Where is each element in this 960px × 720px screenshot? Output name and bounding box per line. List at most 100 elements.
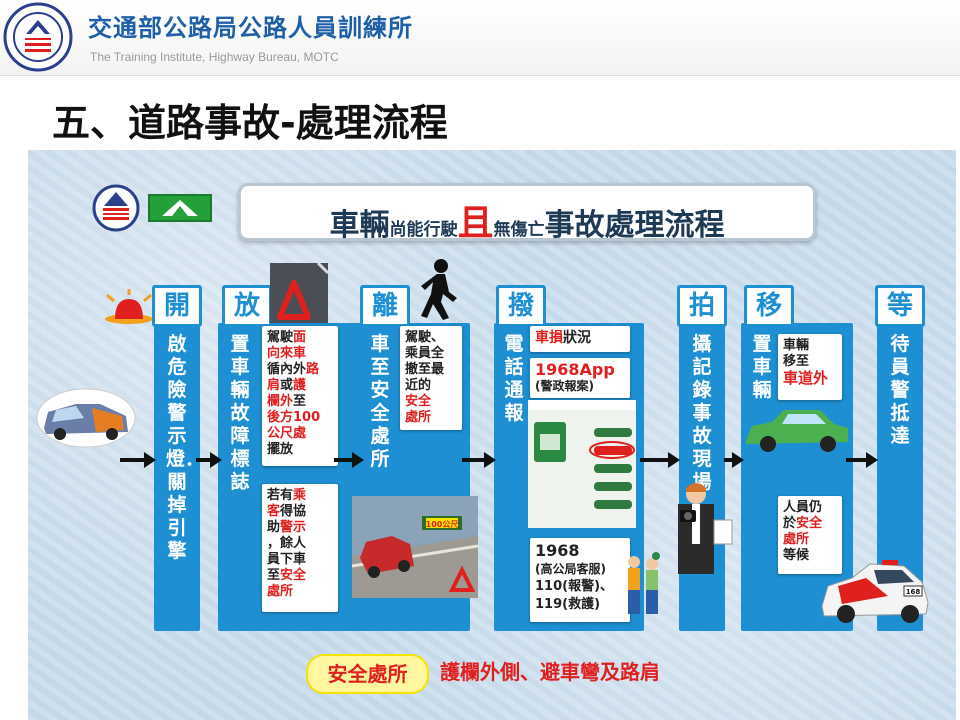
c3: 向來車: [267, 346, 307, 361]
h4: 119(救護): [535, 597, 601, 612]
w4: 處所: [783, 532, 810, 547]
warning-triangle-icon: [270, 263, 328, 323]
flow-title-part1: 車輛: [329, 208, 390, 243]
w3: 安全: [796, 516, 823, 531]
move-car-note: 車輛 移至 車道外: [778, 334, 842, 400]
arrow-right-icon: [462, 452, 496, 468]
step-head-call: 撥: [496, 285, 546, 327]
w1: 人員仍: [783, 500, 823, 515]
arrow-right-icon: [196, 452, 222, 468]
evacuate-instructions: 駕駛、 乘員全 撤至最 近的 安全 處所: [400, 326, 462, 430]
photographer-icon: [678, 483, 733, 574]
m1: 車輛: [783, 338, 810, 353]
c7: 或: [280, 378, 294, 393]
p4: 得協: [280, 504, 307, 519]
step-head-open: 開: [152, 285, 202, 327]
institute-logo-icon: [3, 2, 73, 72]
w5: 等候: [783, 548, 810, 563]
step-text-photo: 攝記錄事故現場: [692, 333, 712, 493]
police-car-number: 168: [906, 588, 921, 596]
c10: 至: [293, 394, 307, 409]
p1: 若有: [267, 488, 294, 503]
passenger-instructions: 若有乘 客得協 助警示 ，餘人 員下車 至安全 處所: [262, 484, 338, 612]
step-text-place: 置車輛故障標誌: [230, 333, 250, 493]
flow-title-part4: 無傷亡: [493, 220, 545, 240]
flow-title-part5: 事故處理流程: [544, 208, 725, 243]
step-column-photo: [679, 323, 725, 631]
c8: 護: [293, 378, 307, 393]
p8: 員下車: [267, 552, 307, 567]
hotline-numbers: 1968 (高公局客服) 110(報警)、 119(救護): [530, 538, 630, 622]
walking-person-icon: [421, 259, 457, 320]
flow-title-part3: 且: [457, 203, 494, 244]
h3: 110(報警)、: [535, 579, 614, 594]
a2: (警政報案): [535, 379, 594, 393]
call-app-note: 1968App (警政報案): [530, 358, 630, 398]
d2: 狀況: [563, 330, 591, 346]
e3: 撤至最: [405, 362, 445, 377]
p10: 安全: [280, 568, 307, 583]
place-sign-instructions: 駕駛面 向來車 循內外路 肩或護 欄外至 後方100 公尺處 擺放: [262, 326, 338, 466]
c11: 後方100: [267, 410, 321, 425]
step-head-leave: 離: [360, 285, 410, 327]
roadside-car-scene: 100公尺: [352, 496, 478, 598]
green-car-icon: [746, 410, 848, 452]
arrow-right-icon: [640, 452, 680, 468]
c6: 肩: [267, 378, 281, 393]
warning-light-icon: [105, 289, 153, 324]
p6: 警示: [280, 520, 307, 535]
d1: 車損: [535, 330, 563, 346]
damaged-car-icon: [36, 388, 136, 448]
e6: 處所: [405, 410, 432, 425]
highway-logo-icon: [148, 194, 212, 222]
h1: 1968: [535, 541, 580, 560]
p11: 處所: [267, 584, 294, 599]
slide-title: 五、道路事故-處理流程: [52, 101, 448, 145]
e5: 安全: [405, 394, 432, 409]
p2: 乘: [293, 488, 307, 503]
step-text-move: 置車輛: [752, 333, 772, 401]
police-car-icon: 168: [821, 560, 929, 623]
people-calling-icon: [628, 552, 660, 614]
w2: 於: [783, 516, 797, 531]
step-head-move: 移: [744, 285, 794, 327]
flow-title-box: 車輛尚能行駛且無傷亡事故處理流程: [238, 183, 816, 244]
step-text-open: 啟危險警示燈．關掉引擎: [166, 333, 205, 562]
e1: 駕駛、: [405, 330, 445, 345]
e4: 近的: [405, 378, 432, 393]
step-head-photo: 拍: [677, 285, 727, 327]
police-emblem-icon: [92, 184, 140, 232]
arrow-right-icon: [846, 452, 878, 468]
p3: 客: [267, 504, 281, 519]
arrow-right-icon: [334, 452, 364, 468]
header-bar: 交通部公路局公路人員訓練所 The Training Institute, Hi…: [0, 0, 960, 76]
safe-place-label: 安全處所: [306, 654, 429, 694]
p9: 至: [267, 568, 281, 583]
org-name-chinese: 交通部公路局公路人員訓練所: [88, 14, 413, 42]
c12: 公尺處: [267, 426, 307, 441]
step-head-wait: 等: [875, 285, 925, 327]
c4: 循內外: [267, 362, 307, 377]
m3: 車道外: [783, 369, 829, 387]
step-column-open: [154, 323, 200, 631]
a1: 1968App: [535, 360, 615, 379]
h2: (高公局客服): [535, 562, 606, 576]
flow-title: 車輛尚能行駛且無傷亡事故處理流程: [241, 194, 813, 246]
wait-safe-note: 人員仍 於安全 處所 等候: [778, 496, 842, 574]
c2: 面: [293, 330, 307, 345]
arrow-right-icon: [724, 452, 744, 468]
p7: ，餘人: [267, 536, 307, 551]
m2: 移至: [783, 354, 810, 369]
c1: 駕駛: [267, 330, 294, 345]
p5: 助: [267, 520, 281, 535]
safe-place-description: 護欄外側、避車彎及路肩: [440, 660, 660, 684]
c13: 擺放: [267, 442, 294, 457]
step-text-leave: 車至安全處所: [370, 333, 390, 470]
org-name-english: The Training Institute, Highway Bureau, …: [90, 50, 339, 64]
c5: 路: [306, 362, 320, 377]
distance-sign-text: 100公尺: [426, 520, 459, 529]
step-text-wait: 待員警抵達: [890, 333, 910, 447]
step-head-place: 放: [222, 285, 272, 327]
e2: 乘員全: [405, 346, 445, 361]
flow-title-part2: 尚能行駛: [389, 220, 458, 240]
